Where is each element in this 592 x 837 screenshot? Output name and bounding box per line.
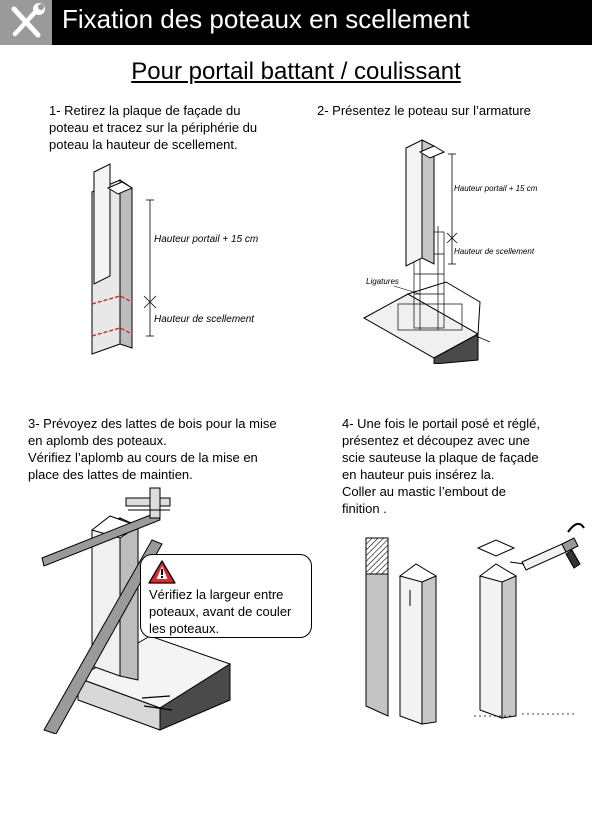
step-1-text: 1- Retirez la plaque de façade du poteau… — [49, 103, 258, 152]
section-subtitle: Pour portail battant / coulissant — [131, 58, 461, 85]
fig2-label-ties: Ligatures — [366, 277, 399, 286]
page-title: Fixation des poteaux en scellement — [62, 4, 470, 34]
figure-2-post-on-rebar: Hauteur portail + 15 cm Hauteur de scell… — [362, 139, 538, 364]
figure-4-facade-cut-and-cap — [365, 522, 585, 725]
step-4-text: 4- Une fois le portail posé et réglé, pr… — [342, 416, 540, 516]
figure-1-post-marking: Hauteur portail + 15 cm Hauteur de scell… — [91, 163, 258, 355]
tools-icon-box — [0, 0, 52, 45]
step-2-text: 2- Présentez le poteau sur l’armature — [317, 103, 531, 118]
fig1-label-bottom: Hauteur de scellement — [154, 314, 255, 325]
fig1-label-top: Hauteur portail + 15 cm — [154, 234, 258, 245]
warning-text: Vérifiez la largeur entre poteaux, avant… — [149, 587, 292, 636]
warning-box: Vérifiez la largeur entre poteaux, avant… — [140, 554, 312, 638]
fig2-label-bottom: Hauteur de scellement — [454, 247, 535, 256]
fig2-label-top: Hauteur portail + 15 cm — [454, 184, 538, 193]
header-bar: Fixation des poteaux en scellement — [0, 0, 592, 45]
warning-icon — [148, 560, 176, 584]
step-3-text: 3- Prévoyez des lattes de bois pour la m… — [28, 416, 277, 482]
figure-3-plumb-laths — [41, 487, 232, 734]
tools-icon — [11, 3, 45, 38]
